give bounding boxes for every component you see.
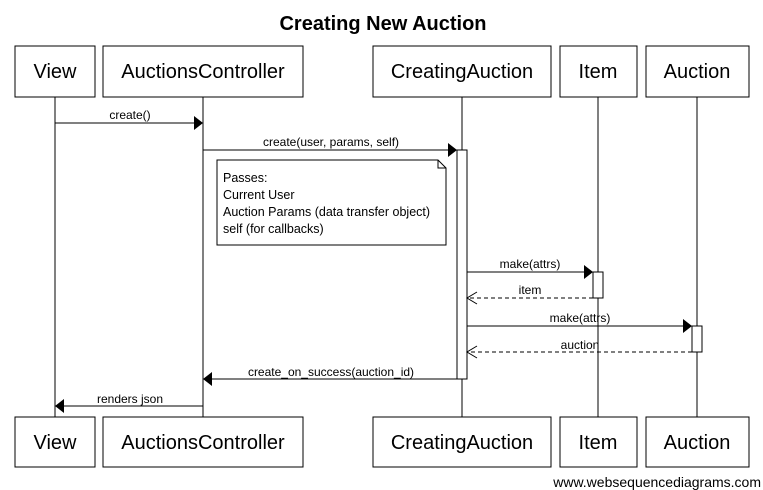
svg-text:CreatingAuction: CreatingAuction (391, 432, 533, 454)
svg-text:item: item (519, 283, 542, 297)
message-create: create() (55, 108, 203, 130)
return-item: item (466, 283, 593, 305)
svg-text:AuctionsController: AuctionsController (121, 432, 285, 454)
message-create-on-success: create_on_success(auction_id) (203, 365, 457, 386)
participant-creating-auction-bottom: CreatingAuction (372, 416, 552, 468)
svg-text:create(user, params, self): create(user, params, self) (263, 135, 399, 149)
activation-item (592, 271, 604, 299)
svg-text:CreatingAuction: CreatingAuction (391, 61, 533, 83)
note-passes: Passes: Current User Auction Params (dat… (216, 159, 447, 246)
svg-text:AuctionsController: AuctionsController (121, 61, 285, 83)
activation-auction (691, 325, 703, 353)
participant-item-bottom: Item (559, 416, 638, 468)
participant-item-top: Item (559, 45, 638, 98)
participant-auction-top: Auction (645, 45, 750, 98)
svg-text:make(attrs): make(attrs) (500, 257, 561, 271)
svg-text:create_on_success(auction_id): create_on_success(auction_id) (248, 365, 414, 379)
message-make-item: make(attrs) (467, 257, 593, 279)
svg-text:renders json: renders json (97, 392, 163, 406)
svg-text:create(): create() (109, 108, 150, 122)
participant-creating-auction-top: CreatingAuction (372, 45, 552, 98)
participant-auction-bottom: Auction (645, 416, 750, 468)
svg-text:Item: Item (579, 432, 618, 454)
svg-text:self (for callbacks): self (for callbacks) (223, 222, 324, 236)
svg-text:Passes:: Passes: (223, 171, 267, 185)
message-create-user-params-self: create(user, params, self) (203, 135, 457, 157)
return-auction: auction (466, 338, 692, 359)
svg-text:auction: auction (561, 338, 600, 352)
svg-text:Auction Params (data transfer: Auction Params (data transfer object) (223, 205, 430, 219)
svg-text:make(attrs): make(attrs) (550, 311, 611, 325)
svg-text:View: View (34, 432, 78, 454)
message-make-auction: make(attrs) (467, 311, 692, 333)
watermark-link[interactable]: www.websequencediagrams.com (552, 474, 761, 490)
svg-text:Auction: Auction (664, 61, 731, 83)
message-renders-json: renders json (55, 392, 203, 413)
svg-text:Item: Item (579, 61, 618, 83)
participant-view-top: View (14, 45, 96, 98)
svg-text:Auction: Auction (664, 432, 731, 454)
svg-text:View: View (34, 61, 78, 83)
svg-text:Current User: Current User (223, 188, 295, 202)
participant-auctions-controller-bottom: AuctionsController (102, 416, 304, 468)
activation-creating-auction (456, 149, 468, 380)
participant-view-bottom: View (14, 416, 96, 468)
diagram-title: Creating New Auction (279, 13, 486, 35)
participant-auctions-controller-top: AuctionsController (102, 45, 304, 98)
